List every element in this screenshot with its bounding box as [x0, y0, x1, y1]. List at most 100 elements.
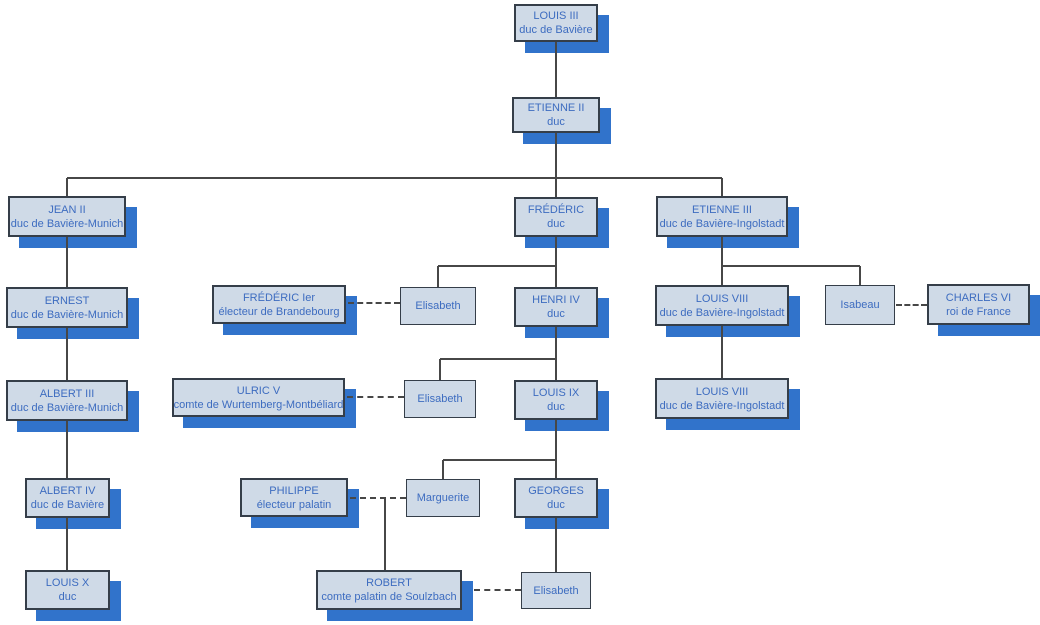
- person-name: ETIENNE II: [527, 102, 585, 114]
- person-name: LOUIS X: [45, 577, 90, 589]
- person-name: FRÉDÉRIC Ier: [242, 291, 316, 304]
- connector-line: [66, 237, 68, 287]
- person-title: duc de Bavière-Munich: [10, 308, 124, 321]
- person-name: Elisabeth: [415, 300, 461, 312]
- person-name: PHILIPPE: [269, 484, 319, 497]
- person-box-elisabeth-brandebourg: Elisabeth: [400, 287, 476, 325]
- connector-line: [443, 459, 556, 461]
- person-box-robert: ROBERT comte palatin de Soulzbach: [316, 570, 462, 610]
- marriage-dashed-line: [350, 497, 406, 499]
- person-name: HENRI IV: [532, 294, 580, 306]
- connector-line: [437, 266, 439, 287]
- person-name: ULRIC V: [236, 384, 281, 397]
- person-title: duc de Bavière-Ingolstadt: [659, 217, 785, 230]
- connector-line: [438, 265, 556, 267]
- person-title: duc de Bavière-Munich: [10, 217, 124, 230]
- person-box-elisabeth-wurtemberg: Elisabeth: [404, 380, 476, 418]
- connector-line: [66, 328, 68, 380]
- person-title: électeur de Brandebourg: [218, 305, 340, 318]
- connector-line: [722, 265, 860, 267]
- person-name: Isabeau: [840, 299, 880, 311]
- person-box-henri-iv: HENRI IV duc: [514, 287, 598, 327]
- person-name: ALBERT III: [39, 387, 95, 400]
- person-title: duc de Bavière: [30, 499, 105, 511]
- person-box-marguerite: Marguerite: [406, 479, 480, 517]
- person-name: GEORGES: [528, 485, 584, 497]
- person-title: comte de Wurtemberg-Montbéliard: [173, 398, 344, 411]
- connector-line: [555, 518, 557, 572]
- person-name: LOUIS VIII: [695, 292, 749, 305]
- person-name: LOUIS IX: [532, 387, 580, 399]
- person-title: comte palatin de Soulzbach: [321, 591, 457, 603]
- marriage-dashed-line: [896, 304, 927, 306]
- person-title: duc de Bavière-Ingolstadt: [659, 306, 785, 319]
- connector-line: [67, 177, 722, 179]
- connector-line: [442, 460, 444, 479]
- connector-line: [66, 421, 68, 478]
- connector-line: [440, 358, 556, 360]
- connector-line: [384, 498, 386, 570]
- person-name: ALBERT IV: [39, 485, 96, 497]
- connector-line: [439, 359, 441, 380]
- person-title: duc: [547, 218, 565, 230]
- person-name: LOUIS III: [533, 10, 579, 22]
- marriage-dashed-line: [347, 396, 404, 398]
- connector-line: [66, 518, 68, 570]
- connector-line: [555, 133, 557, 178]
- person-title: roi de France: [946, 305, 1011, 318]
- connector-line: [555, 460, 557, 478]
- connector-line: [721, 178, 723, 196]
- person-box-georges: GEORGES duc: [514, 478, 598, 518]
- person-name: ROBERT: [366, 577, 412, 589]
- connector-line: [555, 420, 557, 460]
- person-name: ETIENNE III: [692, 203, 752, 216]
- connector-line: [555, 237, 557, 266]
- connector-line: [555, 327, 557, 359]
- person-name: LOUIS VIII: [695, 385, 749, 398]
- connector-line: [721, 326, 723, 378]
- connector-line: [555, 266, 557, 287]
- person-box-etienne-ii: ETIENNE II duc: [512, 97, 600, 133]
- connector-line: [721, 266, 723, 285]
- connector-line: [555, 178, 557, 197]
- person-name: ERNEST: [44, 294, 90, 307]
- person-title: duc de Bavière-Ingolstadt: [659, 399, 785, 412]
- person-title: duc: [547, 401, 565, 413]
- person-name: Marguerite: [416, 492, 470, 504]
- connector-line: [555, 359, 557, 380]
- person-title: électeur palatin: [256, 498, 332, 511]
- person-box-frederic: FRÉDÉRIC duc: [514, 197, 598, 237]
- person-title: duc de Bavière-Munich: [10, 401, 124, 414]
- person-box-louis-x: LOUIS X duc: [25, 570, 110, 610]
- person-title: duc: [547, 499, 565, 511]
- person-title: duc: [547, 116, 565, 128]
- person-box-louis-iii: LOUIS III duc de Bavière: [514, 4, 598, 42]
- person-box-louis-ix: LOUIS IX duc: [514, 380, 598, 420]
- connector-line: [859, 266, 861, 285]
- person-name: Elisabeth: [533, 584, 579, 597]
- connector-line: [66, 178, 68, 196]
- person-name: Elisabeth: [417, 393, 463, 405]
- person-name: FRÉDÉRIC: [527, 204, 585, 216]
- person-title: duc: [58, 591, 77, 603]
- person-box-elisabeth-soulzbach: Elisabeth: [521, 572, 591, 609]
- person-title: duc: [547, 308, 565, 320]
- person-title: duc de Bavière: [519, 24, 593, 36]
- marriage-dashed-line: [348, 302, 400, 304]
- connector-line: [555, 42, 557, 97]
- person-box-albert-iv: ALBERT IV duc de Bavière: [25, 478, 110, 518]
- person-name: JEAN II: [48, 203, 86, 216]
- connector-line: [721, 237, 723, 266]
- person-box-isabeau: Isabeau: [825, 285, 895, 325]
